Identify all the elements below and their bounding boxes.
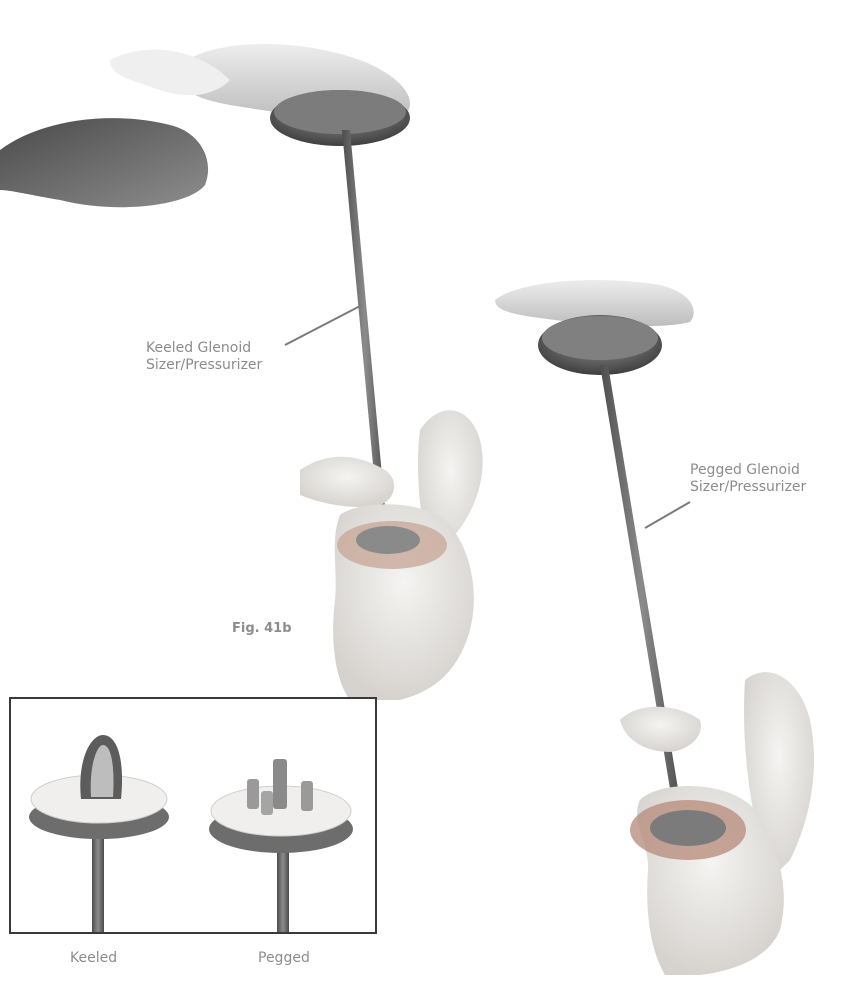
pegged-sizer-label-line1: Pegged Glenoid — [690, 462, 806, 479]
pegged-caption: Pegged — [258, 950, 310, 966]
keeled-leader-line — [285, 305, 362, 345]
keeled-sizer-label-line2: Sizer/Pressurizer — [146, 357, 262, 374]
comparison-inset — [9, 697, 377, 934]
left-scapula-bone — [300, 410, 483, 700]
keeled-component — [29, 735, 169, 932]
pegged-shaft — [600, 365, 684, 825]
inset-illustration — [11, 699, 375, 932]
pegged-sizer-label-line2: Sizer/Pressurizer — [690, 479, 806, 496]
pegged-component — [209, 759, 353, 932]
pegged-leader-line — [645, 502, 690, 528]
right-scapula-bone — [620, 672, 814, 975]
keeled-sizer-label: Keeled Glenoid Sizer/Pressurizer — [146, 340, 262, 374]
keeled-sizer-label-line1: Keeled Glenoid — [146, 340, 262, 357]
pegged-sizer-label: Pegged Glenoid Sizer/Pressurizer — [690, 462, 806, 496]
figure-label: Fig. 41b — [232, 621, 292, 636]
keeled-caption: Keeled — [70, 950, 117, 966]
pegged-instrument-handle — [495, 280, 694, 375]
